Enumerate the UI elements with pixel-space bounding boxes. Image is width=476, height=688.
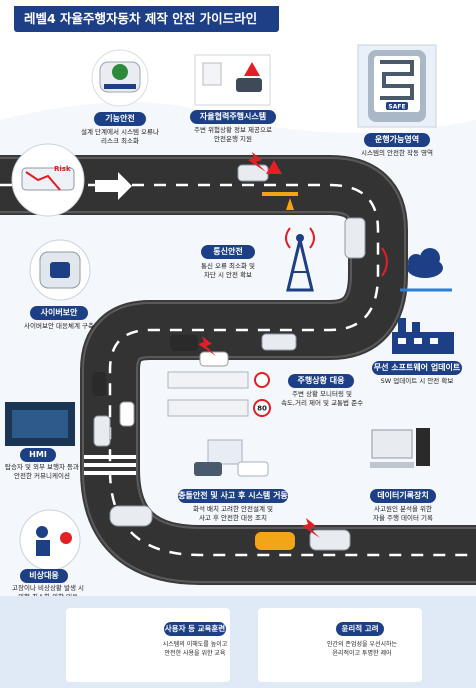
- communication-desc: 통신 오류 최소화 및 차단 시 안전 확보: [200, 262, 256, 279]
- emergency-label: 비상대응: [20, 569, 68, 583]
- functional-safety-label: 기능안전: [94, 112, 146, 126]
- cooperative-driving-icon: [194, 54, 271, 106]
- cooperative-driving-label: 자율협력주행시스템: [190, 110, 276, 124]
- safe-text: SAFE: [388, 104, 405, 111]
- impact-markers: [198, 152, 320, 538]
- odd-phone-icon: SAFE: [357, 44, 437, 128]
- functional-safety-icon: [91, 49, 149, 107]
- data-recorder-label: 데이터기록장치: [370, 489, 436, 503]
- emergency-icon: [19, 509, 81, 571]
- lane-marking: [0, 183, 476, 557]
- data-recorder-icon: [370, 428, 430, 468]
- ethics-desc: 인간의 존엄성을 우선시하는 윤리적이고 투명한 제어: [326, 641, 398, 657]
- factory-icon: [392, 318, 454, 354]
- risk-text: Risk: [54, 165, 71, 173]
- odd-label: 운행가능영역: [364, 133, 430, 147]
- ota-update-desc: SW 업데이트 시 안전 확보: [380, 377, 454, 385]
- data-recorder-desc: 사고원인 분석을 위한 자율 주행 데이터 기록: [372, 505, 434, 522]
- direction-arrow: [95, 172, 132, 200]
- page-title: 레벨4 자율주행자동차 제작 안전 가이드라인: [14, 6, 279, 32]
- communication-label: 통신안전: [201, 245, 255, 259]
- ota-cloud-icon: [381, 247, 452, 292]
- collision-safety-desc: 화석 배치 고려한 안전설계 및 사고 후 안전한 대응 조치: [192, 505, 274, 522]
- cybersecurity-label: 사이버보안: [30, 306, 88, 320]
- driving-response-label: 주행상황 대응: [288, 374, 354, 388]
- user-education-label: 사용자 등 교육훈련: [164, 622, 226, 636]
- hmi-desc: 탑승자 및 외부 보행자 등과 안전한 커뮤니케이션: [4, 463, 80, 480]
- hmi-label: HMI: [20, 448, 56, 462]
- cooperative-driving-desc: 주변 위험상황 정보 제공으로 안전운행 지원: [194, 126, 272, 143]
- risk-chart-icon: Risk: [11, 143, 85, 217]
- functional-safety-desc: 설계 단계에서 시스템 오류나 리스크 최소화: [81, 128, 159, 145]
- ethics-label: 윤리적 고려: [336, 622, 384, 636]
- communication-tower-icon: [285, 227, 315, 292]
- user-education-desc: 시스템의 이해도를 높이고 안전한 사용을 위한 교육: [162, 641, 228, 657]
- collision-safety-label: 충돌안전 및 사고 후 시스템 거동: [178, 489, 288, 503]
- crosswalk: [84, 455, 136, 475]
- user-education-card: [66, 608, 230, 682]
- vehicles: [92, 164, 366, 551]
- cybersecurity-desc: 사이버보안 대응체계 구축: [24, 322, 94, 330]
- ota-update-label: 무선 소프트웨어 업데이트: [372, 361, 462, 375]
- speed-limit-text: 80: [257, 405, 267, 413]
- odd-desc: 시스템의 안전한 작동 영역: [361, 149, 433, 157]
- road-barrier-icon: [262, 160, 298, 210]
- driving-response-cars: 80: [167, 371, 271, 417]
- ethics-card: [258, 608, 422, 682]
- driving-response-desc: 주변 상황 모니터링 및 속도,거리 제어 및 교통법 준수: [280, 390, 364, 407]
- cybersecurity-icon: [29, 239, 91, 301]
- collision-safety-icon: [194, 439, 269, 477]
- hmi-icon: [5, 402, 75, 446]
